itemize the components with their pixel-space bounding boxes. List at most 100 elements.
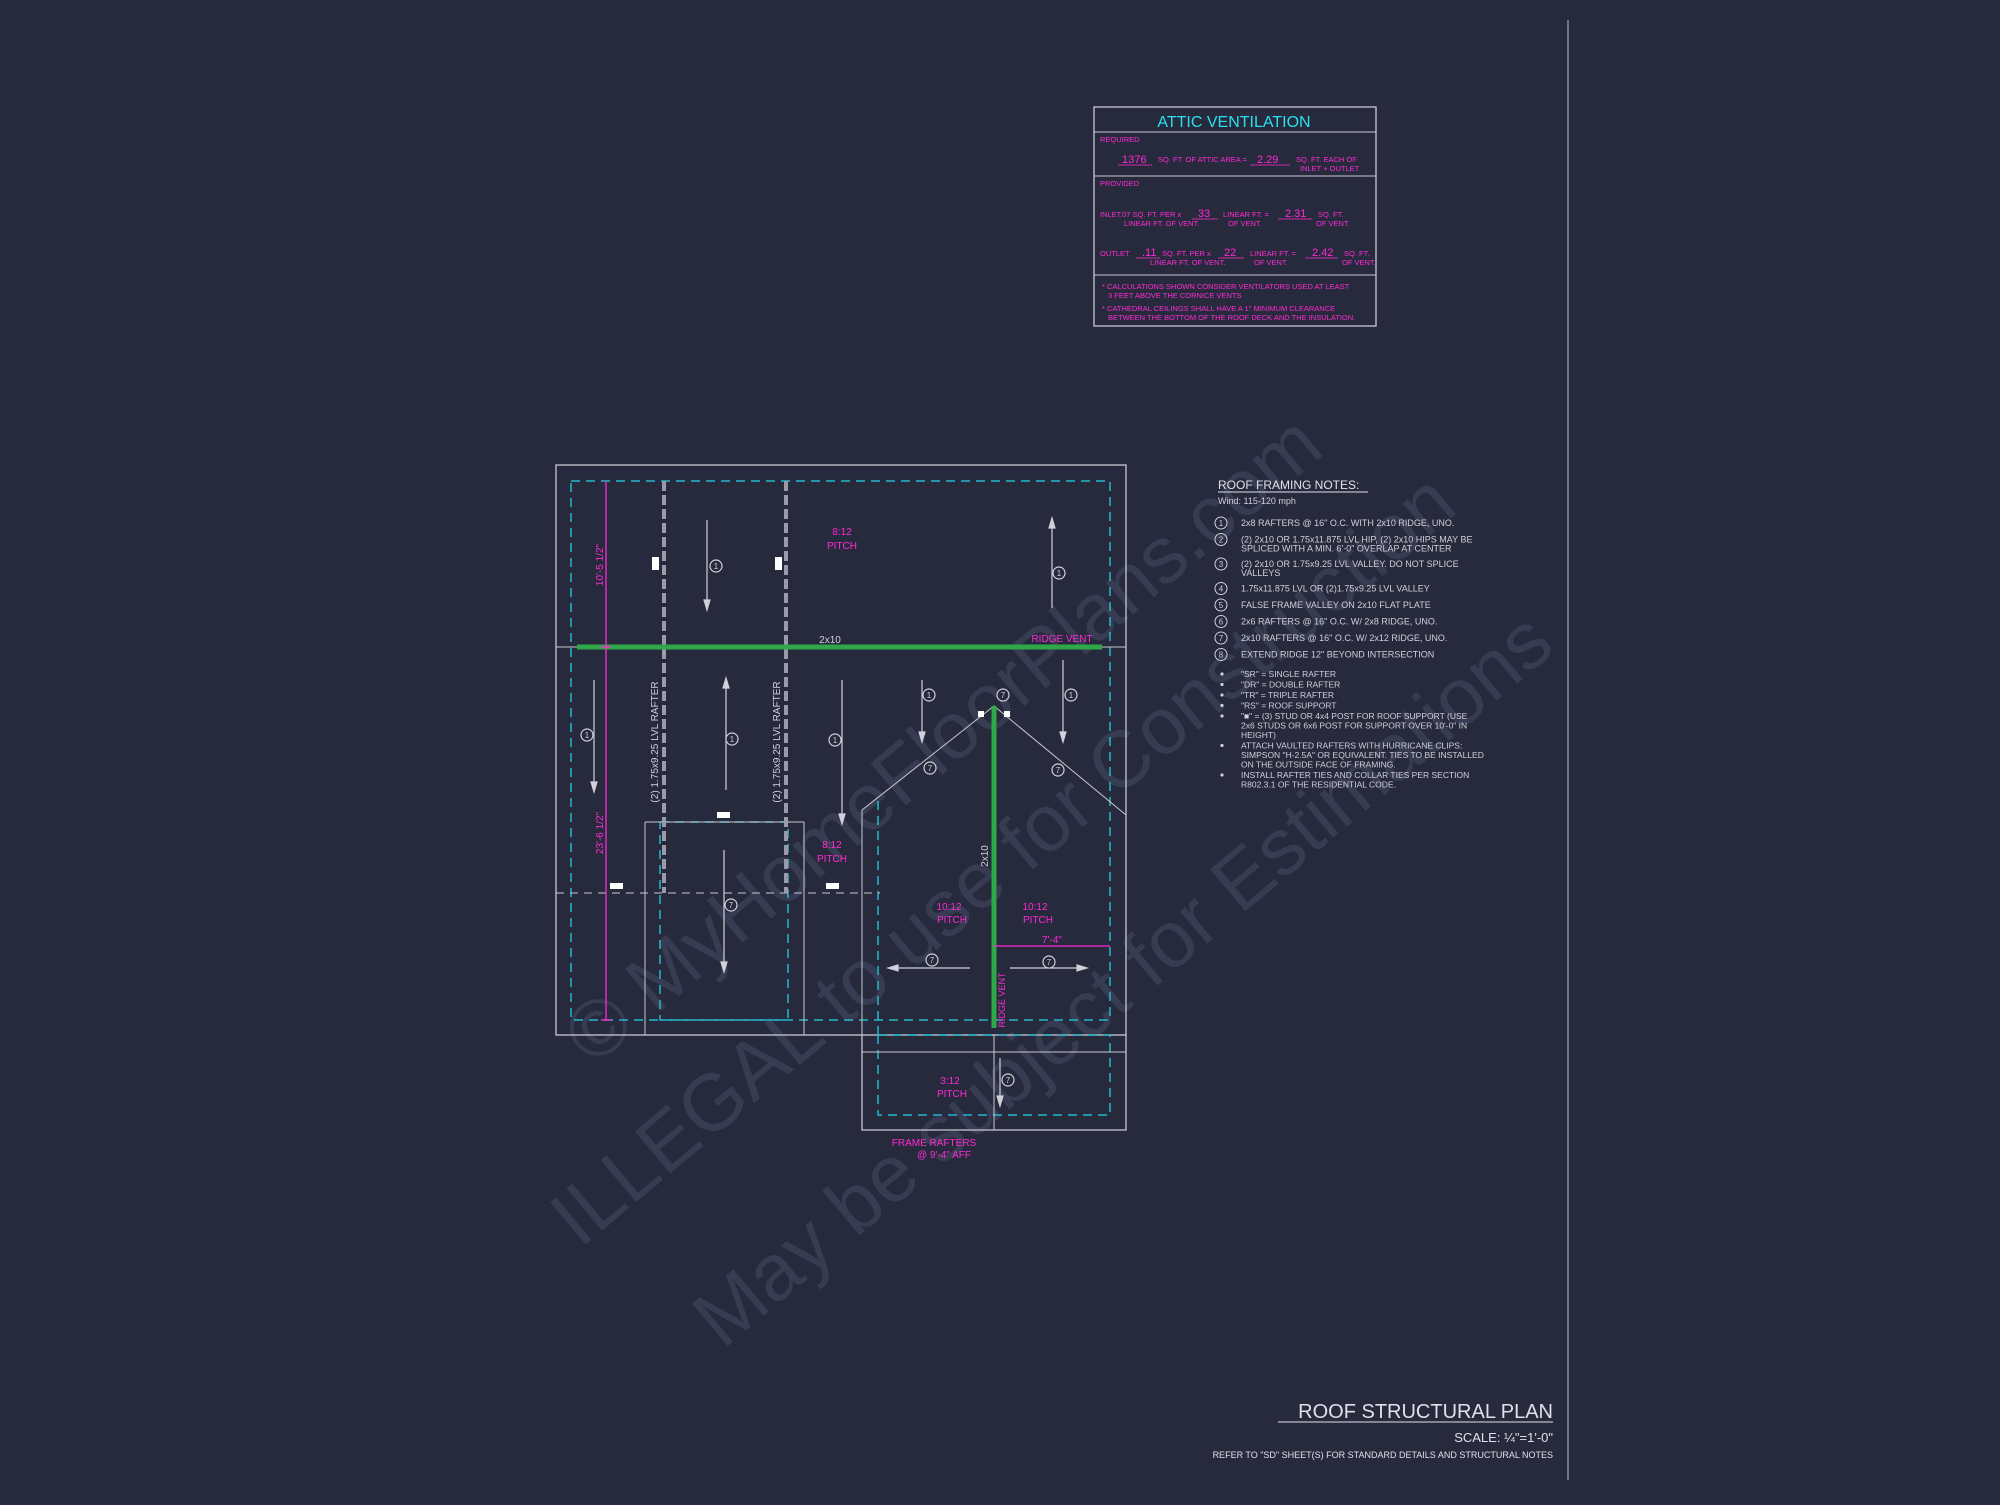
plan-refer-note: REFER TO "SD" SHEET(S) FOR STANDARD DETA…: [1213, 1450, 1553, 1460]
ventilation-note-1a: * CALCULATIONS SHOWN CONSIDER VENTILATOR…: [1102, 282, 1350, 291]
attic-ventilation-table: ATTIC VENTILATION REQUIRED 1376 SQ. FT. …: [1093, 106, 1377, 327]
outlet-linear-label: LINEAR FT. =: [1250, 249, 1297, 258]
tag-1-a: 1: [714, 562, 719, 571]
ventilation-note-1b: 3 FEET ABOVE THE CORNICE VENTS: [1108, 291, 1242, 300]
wing-ridge-member-label: 2x10: [980, 845, 991, 867]
ventilation-note-2a: * CATHEDRAL CEILINGS SHALL HAVE A 1" MIN…: [1102, 304, 1335, 313]
note-text-continued: SPLICED WITH A MIN. 6'-0" OVERLAP AT CEN…: [1241, 544, 1452, 554]
note-number: 6: [1219, 618, 1224, 627]
bullet-text: INSTALL RAFTER TIES AND COLLAR TIES PER …: [1241, 770, 1469, 780]
note-number: 2: [1219, 536, 1224, 545]
tag-7-g: 7: [1006, 1076, 1011, 1085]
note-number-circle: [1214, 631, 1228, 645]
outlet-result-label-2: OF VENT.: [1342, 258, 1376, 267]
note-number-circle: [1214, 516, 1228, 530]
note-number-circle: [1214, 557, 1228, 571]
bullet-text: SIMPSON "H-2.5A" OR EQUIVALENT. TIES TO …: [1241, 750, 1484, 760]
bullet-text: R802.3.1 OF THE RESIDENTIAL CODE.: [1241, 780, 1396, 790]
required-sqft-value: 1376: [1122, 154, 1146, 166]
pitch-bottom-value: 3:12: [940, 1076, 960, 1087]
pitch-bottom-label: PITCH: [937, 1089, 967, 1100]
lvl-rafters: [662, 481, 788, 893]
roof-notes-list: 1 2x8 RAFTERS @ 16" O.C. WITH 2x10 RIDGE,…: [1214, 516, 1472, 661]
required-result-label-2: INLET + OUTLET: [1300, 164, 1360, 173]
bullet-dot: [1220, 672, 1224, 676]
roof-plan: 1 1 1 1 1 1 1 7 7 7 7 7 7 7 8:12: [555, 464, 1127, 1161]
note-text: EXTEND RIDGE 12" BEYOND INTERSECTION: [1241, 650, 1434, 660]
inlet-linear-value: 33: [1198, 208, 1210, 220]
note-number: 1: [1219, 519, 1224, 528]
required-sqft-label: SQ. FT. OF ATTIC AREA =: [1158, 155, 1247, 164]
tag-1-e: 1: [833, 736, 838, 745]
roof-notes-bullets: "SR" = SINGLE RAFTER"DR" = DOUBLE RAFTER…: [1220, 669, 1484, 790]
note-text: 2x8 RAFTERS @ 16" O.C. WITH 2x10 RIDGE, …: [1241, 518, 1454, 528]
bullet-dot: [1220, 773, 1224, 777]
note-number: 7: [1219, 634, 1224, 643]
note-text: 1.75x11.875 LVL OR (2)1.75x9.25 LVL VALL…: [1241, 584, 1430, 594]
note-number: 8: [1219, 651, 1224, 660]
plan-title: ROOF STRUCTURAL PLAN: [1298, 1401, 1553, 1423]
inlet-rate: .07 SQ. FT. PER x: [1120, 210, 1182, 219]
ridge-vent-vertical: RIDGE VENT: [997, 972, 1007, 1028]
tag-1-g: 1: [1069, 691, 1074, 700]
inlet-linear-label: LINEAR FT. =: [1223, 210, 1270, 219]
pitch-right-wing-label: PITCH: [1023, 915, 1053, 926]
bullet-dot: [1220, 703, 1224, 708]
ventilation-note-2b: BETWEEN THE BOTTOM OF THE ROOF DECK AND …: [1108, 313, 1355, 322]
outlet-rate: SQ. FT. PER x: [1162, 249, 1211, 258]
tag-7-b: 7: [928, 764, 933, 773]
bullet-text: "TR" = TRIPLE RAFTER: [1241, 690, 1334, 700]
pitch-left-wing-value: 10:12: [936, 902, 961, 913]
pitch-top-value: 8:12: [832, 527, 852, 538]
note-text: 2x6 RAFTERS @ 16" O.C. W/ 2x8 RIDGE, UNO…: [1241, 617, 1437, 627]
outlet-linear-value: 22: [1224, 247, 1236, 259]
tag-7-f: 7: [1047, 958, 1052, 967]
inlet-result-value: 2.31: [1285, 208, 1306, 220]
bullet-text: HEIGHT): [1241, 730, 1276, 740]
outlet-result-label: SQ. FT.: [1344, 249, 1369, 258]
main-roof-outline: [555, 464, 1127, 1036]
provided-label: PROVIDED: [1100, 179, 1140, 188]
dimension-lines: [601, 481, 1110, 1021]
note-text: (2) 2x10 OR 1.75x11.875 LVL HIP, (2) 2x1…: [1241, 535, 1472, 545]
note-text: 2x10 RAFTERS @ 16" O.C. W/ 2x12 RIDGE, U…: [1241, 633, 1447, 643]
ridge-member-label: 2x10: [819, 635, 841, 646]
tag-7-a: 7: [1001, 691, 1006, 700]
note-number-circle: [1214, 615, 1228, 628]
frame-rafters-note-1: FRAME RAFTERS: [892, 1138, 977, 1149]
dim-wing: 7'-4": [1042, 935, 1062, 946]
tag-1-f: 1: [927, 691, 932, 700]
tag-1-d: 1: [730, 735, 735, 744]
dim-left: 23'-6 1/2": [595, 811, 606, 854]
pitch-left-wing-label: PITCH: [937, 915, 967, 926]
bullet-text: "DR" = DOUBLE RAFTER: [1241, 680, 1340, 690]
note-number: 5: [1219, 601, 1224, 610]
outlet-rate-2: LINEAR FT. OF VENT.: [1150, 258, 1225, 267]
inlet-label: INLET: [1100, 210, 1122, 219]
lvl-rafter-label-2: (2) 1.75x9.25 LVL RAFTER: [772, 681, 783, 802]
note-number-circle: [1214, 582, 1228, 595]
roof-notes-title: ROOF FRAMING NOTES:: [1218, 478, 1359, 492]
bullet-dot: [1220, 743, 1224, 748]
roof-notes-wind: Wind: 115-120 mph: [1218, 496, 1296, 506]
tag-7-d: 7: [729, 901, 734, 910]
inlet-rate-2: LINEAR FT. OF VENT.: [1124, 219, 1199, 228]
roof-framing-notes: ROOF FRAMING NOTES: Wind: 115-120 mph 1 2…: [1214, 478, 1484, 790]
note-tags: [580, 559, 1078, 1087]
inlet-result-label-2: OF VENT.: [1316, 219, 1350, 228]
outlet-result-value: 2.42: [1312, 247, 1333, 259]
tag-1-b: 1: [1057, 569, 1062, 578]
lvl-rafter-label-1: (2) 1.75x9.25 LVL RAFTER: [650, 681, 661, 802]
frame-rafters-note-2: @ 9'-4" AFF: [917, 1150, 971, 1161]
pitch-mid-label: PITCH: [817, 854, 847, 865]
note-number: 4: [1219, 585, 1224, 594]
bullet-text: "SR" = SINGLE RAFTER: [1241, 669, 1336, 679]
bullet-dot: [1220, 682, 1224, 687]
required-label: REQUIRED: [1100, 135, 1140, 144]
note-number: 3: [1219, 560, 1224, 569]
bullet-text: ATTACH VAULTED RAFTERS WITH HURRICANE CL…: [1241, 741, 1462, 751]
outlet-linear-label-2: OF VENT.: [1254, 258, 1288, 267]
note-text: (2) 2x10 OR 1.75x9.25 LVL VALLEY. DO NOT…: [1241, 559, 1459, 569]
